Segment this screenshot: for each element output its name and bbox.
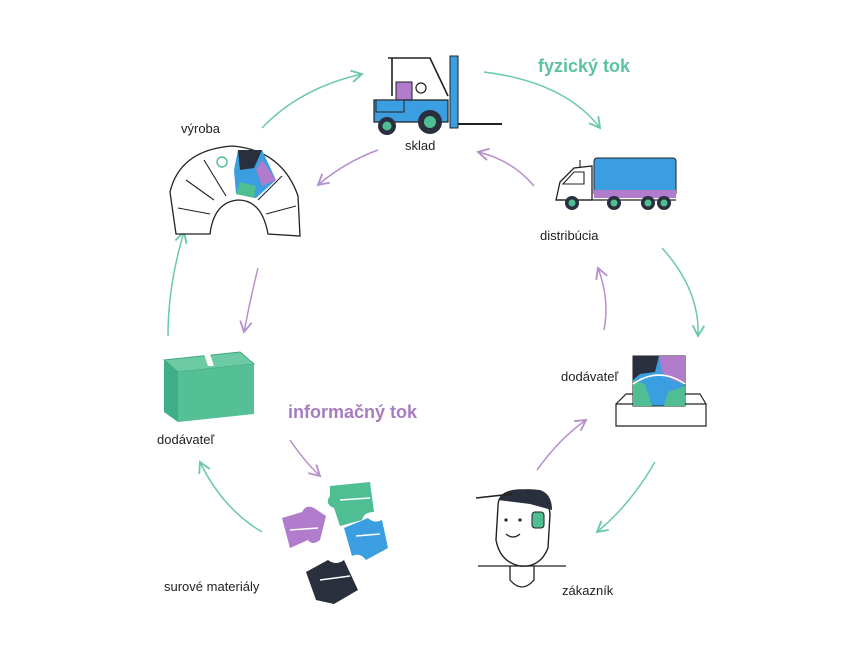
arrow-warehouse-to-production bbox=[316, 149, 379, 187]
supplier-right-label: dodávateľ bbox=[561, 369, 619, 384]
arrow-distribution-to-warehouse bbox=[476, 147, 535, 187]
arrow-supplier-to-raw bbox=[289, 439, 322, 478]
arrow-customer-to-supplier bbox=[536, 418, 588, 471]
arrow-production-to-warehouse bbox=[261, 69, 364, 129]
truck-icon bbox=[555, 157, 677, 210]
arrow-raw-to-supplier bbox=[198, 460, 263, 533]
arrow-warehouse-to-distribution bbox=[483, 71, 602, 130]
production-label: výroba bbox=[181, 121, 221, 136]
arrow-production-to-supplier bbox=[239, 267, 259, 334]
information-flow-title: informačný tok bbox=[288, 402, 418, 422]
raw-materials-label: surové materiály bbox=[164, 579, 260, 594]
package-box-icon bbox=[162, 351, 256, 422]
customer-label: zákazník bbox=[562, 583, 614, 598]
arrow-distribution-to-supplier bbox=[661, 247, 706, 338]
physical-flow-title: fyzický tok bbox=[538, 56, 631, 76]
puzzle-pieces-icon bbox=[282, 482, 388, 604]
supplier-left-label: dodávateľ bbox=[157, 432, 215, 447]
arrow-supplier-to-production bbox=[167, 230, 188, 337]
physical-flow-arrows bbox=[167, 69, 706, 534]
forklift-icon bbox=[373, 55, 502, 135]
customer-head-icon bbox=[475, 489, 566, 588]
arrow-supplier-to-distribution bbox=[595, 266, 608, 331]
information-flow-arrows bbox=[239, 147, 608, 478]
puzzle-box-icon bbox=[615, 355, 707, 427]
warehouse-label: sklad bbox=[405, 138, 436, 153]
arrow-supplier-to-customer bbox=[595, 461, 656, 534]
production-wheel-icon bbox=[169, 145, 301, 237]
distribution-label: distribúcia bbox=[540, 228, 599, 243]
